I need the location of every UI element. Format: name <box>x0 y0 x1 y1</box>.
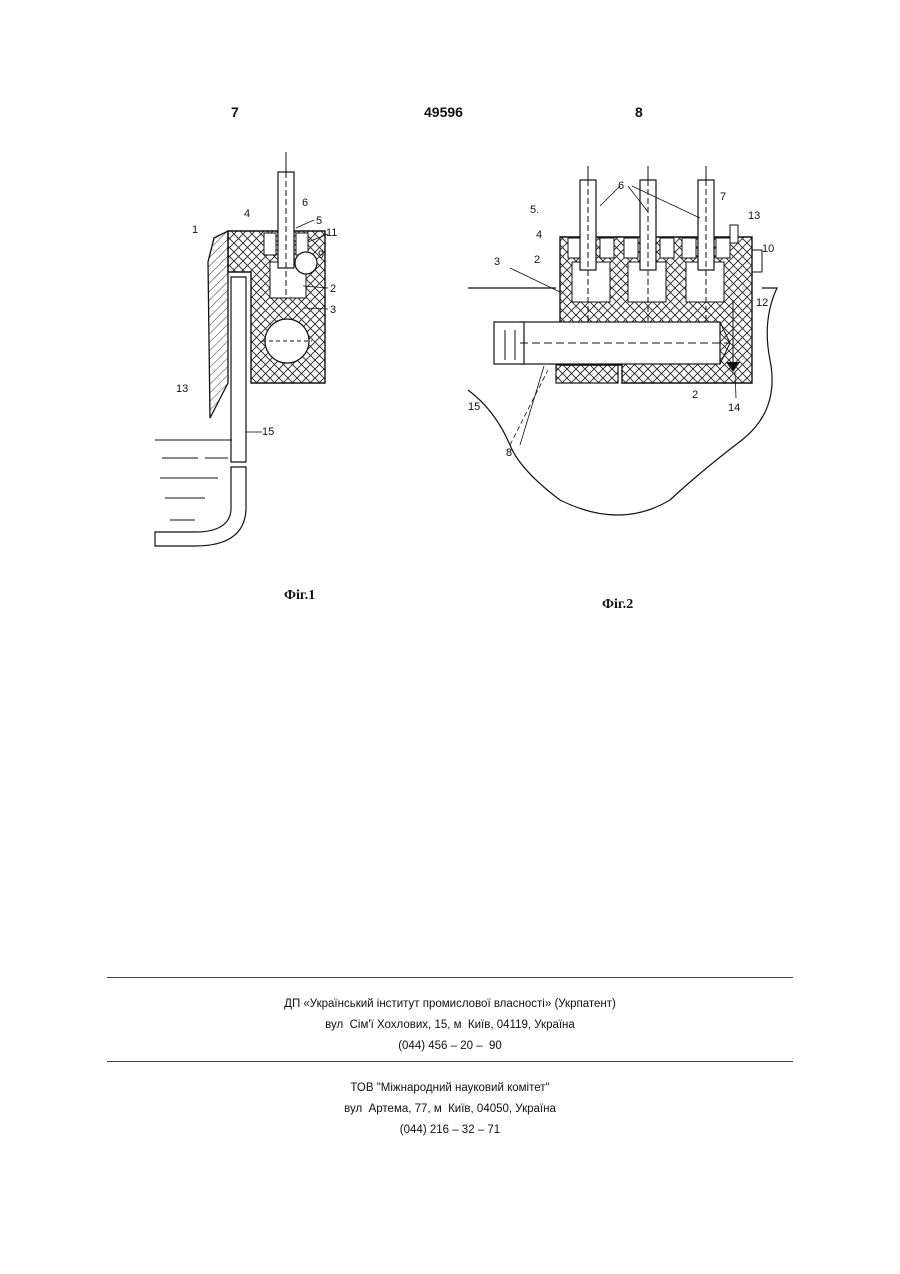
figure-2: 5. 6 7 13 4 2 10 3 12 15 2 14 8 <box>468 166 777 515</box>
fig2-label-5: 5. <box>530 204 539 216</box>
printer-name: ТОВ "Міжнародний науковий комітет" <box>0 1078 900 1099</box>
fig1-label-9: 9 <box>318 249 324 261</box>
figure-1: 1 4 5 6 11 9 2 3 13 15 <box>155 152 337 546</box>
fig2-label-14: 14 <box>728 402 740 414</box>
fig1-label-4: 4 <box>244 208 250 220</box>
fig2-label-13: 13 <box>748 210 760 222</box>
fig2-label-8: 8 <box>506 447 512 459</box>
fig1-label-6: 6 <box>302 197 308 209</box>
fig2-label-3: 3 <box>494 256 500 268</box>
printer-address: вул Артема, 77, м Київ, 04050, Україна <box>0 1099 900 1120</box>
fig1-label-2: 2 <box>330 283 336 295</box>
footer-printer: ТОВ "Міжнародний науковий комітет" вул А… <box>0 1078 900 1141</box>
fig2-label-2b: 2 <box>692 389 698 401</box>
figure-1-caption: Фіг.1 <box>284 588 315 604</box>
fig2-label-12: 12 <box>756 297 768 309</box>
publisher-name: ДП «Український інститут промислової вла… <box>0 994 900 1015</box>
fig1-label-5: 5 <box>316 215 322 227</box>
fig2-label-10: 10 <box>762 243 774 255</box>
fig1-label-15: 15 <box>262 426 274 438</box>
fig2-label-6: 6 <box>618 180 624 192</box>
patent-drawings: 1 4 5 6 11 9 2 3 13 15 <box>0 0 900 640</box>
fig2-label-4: 4 <box>536 229 542 241</box>
footer-divider-top <box>107 977 793 978</box>
publisher-phone: (044) 456 – 20 – 90 <box>0 1036 900 1057</box>
fig2-label-7: 7 <box>720 191 726 203</box>
fig1-label-13: 13 <box>176 383 188 395</box>
fig1-label-3: 3 <box>330 304 336 316</box>
footer-divider-bottom <box>107 1061 793 1062</box>
footer-publisher: ДП «Український інститут промислової вла… <box>0 994 900 1057</box>
printer-phone: (044) 216 – 32 – 71 <box>0 1120 900 1141</box>
fig2-label-2a: 2 <box>534 254 540 266</box>
publisher-address: вул Сім'ї Хохлових, 15, м Київ, 04119, У… <box>0 1015 900 1036</box>
fig1-label-1: 1 <box>192 224 198 236</box>
fig2-label-15: 15 <box>468 401 480 413</box>
fig1-label-11: 11 <box>326 227 337 239</box>
figure-2-caption: Фіг.2 <box>602 597 633 613</box>
